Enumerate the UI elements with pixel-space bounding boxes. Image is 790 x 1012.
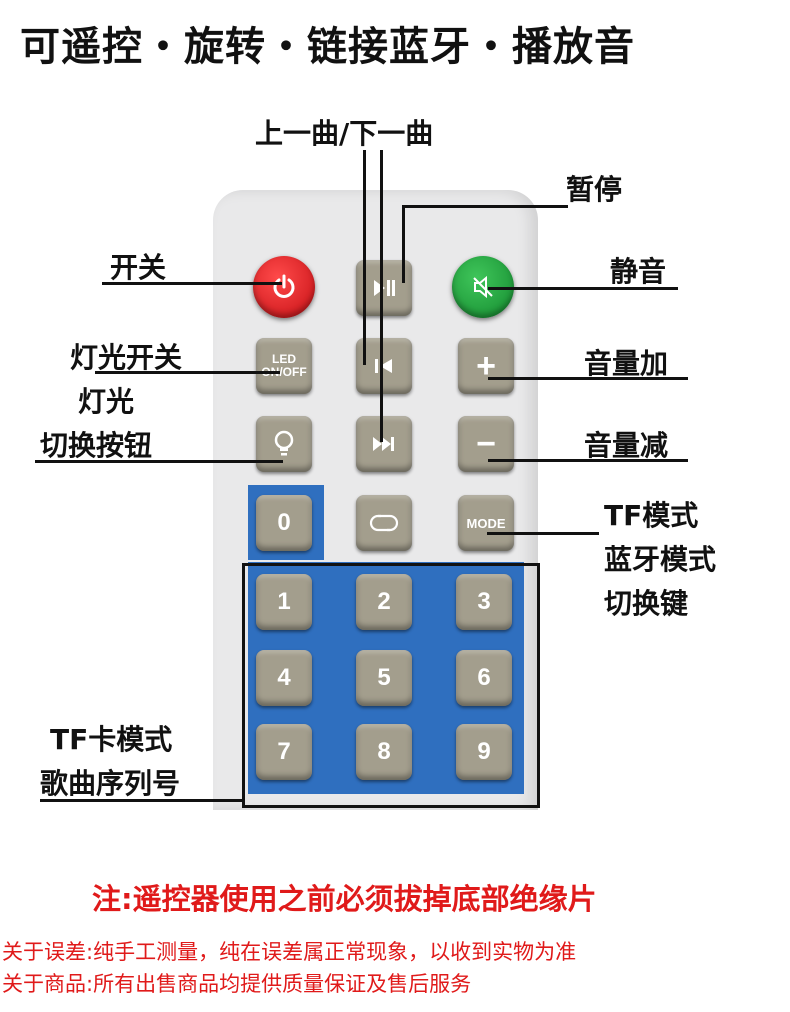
label-tf-1: TF卡模式 bbox=[50, 723, 173, 756]
callout-line-pause-h bbox=[402, 205, 568, 208]
callout-line-vol-up bbox=[488, 377, 688, 380]
digit-7-button[interactable]: 7 bbox=[256, 724, 312, 780]
volume-down-button[interactable]: − bbox=[458, 416, 514, 472]
volume-up-button[interactable]: + bbox=[458, 338, 514, 394]
power-icon bbox=[273, 274, 295, 298]
led-on-off-button[interactable]: LED ON/OFF bbox=[256, 338, 312, 394]
callout-line-light-switch bbox=[95, 371, 280, 374]
digit-3-button[interactable]: 3 bbox=[456, 574, 512, 630]
product-note: 关于商品:所有出售商品均提供质量保证及售后服务 bbox=[2, 972, 472, 996]
light-mode-button[interactable] bbox=[256, 416, 312, 472]
label-light-switch: 灯光开关 bbox=[70, 341, 183, 374]
power-button[interactable] bbox=[253, 256, 315, 318]
callout-line-light-toggle bbox=[35, 460, 283, 463]
label-light-toggle-1: 灯光 bbox=[78, 385, 135, 418]
next-track-button[interactable] bbox=[356, 416, 412, 472]
mute-button[interactable] bbox=[452, 256, 514, 318]
bulb-icon bbox=[274, 430, 294, 456]
label-mode-3: 切换键 bbox=[604, 587, 689, 620]
led-label: LED bbox=[272, 352, 296, 366]
callout-line-vol-down bbox=[488, 459, 688, 462]
callout-line-tf bbox=[40, 799, 245, 802]
label-mode-2: 蓝牙模式 bbox=[604, 543, 717, 576]
digit-8-button[interactable]: 8 bbox=[356, 724, 412, 780]
label-mode-1: TF模式 bbox=[604, 499, 699, 532]
callout-line-power bbox=[102, 282, 282, 285]
callout-line-mute bbox=[488, 287, 678, 290]
repeat-icon bbox=[369, 514, 399, 532]
label-tf-2: 歌曲序列号 bbox=[40, 767, 181, 800]
mute-icon bbox=[473, 275, 493, 299]
error-note: 关于误差:纯手工测量，纯在误差属正常现象，以收到实物为准 bbox=[2, 940, 577, 964]
label-prev-next: 上一曲/下一曲 bbox=[255, 117, 434, 150]
label-power: 开关 bbox=[110, 251, 167, 284]
digit-4-button[interactable]: 4 bbox=[256, 650, 312, 706]
callout-line-pause-v bbox=[402, 205, 405, 283]
digit-9-button[interactable]: 9 bbox=[456, 724, 512, 780]
mode-button[interactable]: MODE bbox=[458, 495, 514, 551]
digit-2-button[interactable]: 2 bbox=[356, 574, 412, 630]
callout-line-prev-next-v2 bbox=[380, 150, 383, 442]
digit-6-button[interactable]: 6 bbox=[456, 650, 512, 706]
warning-note: 注:遥控器使用之前必须拔掉底部绝缘片 bbox=[92, 882, 597, 916]
repeat-button[interactable] bbox=[356, 495, 412, 551]
callout-line-prev-next-v1 bbox=[363, 150, 366, 365]
next-icon bbox=[373, 437, 394, 451]
digit-1-button[interactable]: 1 bbox=[256, 574, 312, 630]
label-pause: 暂停 bbox=[566, 173, 623, 206]
on-off-label: ON/OFF bbox=[261, 365, 307, 379]
digit-5-button[interactable]: 5 bbox=[356, 650, 412, 706]
label-light-toggle-2: 切换按钮 bbox=[40, 429, 153, 462]
label-vol-up: 音量加 bbox=[584, 347, 669, 380]
label-mute: 静音 bbox=[610, 255, 667, 288]
play-pause-icon bbox=[374, 280, 395, 296]
callout-line-mode bbox=[487, 532, 599, 535]
digits-frame bbox=[242, 563, 540, 808]
tf-bracket-vertical bbox=[242, 563, 245, 802]
page-title: 可遥控・旋转・链接蓝牙・播放音 bbox=[20, 24, 635, 70]
label-vol-down: 音量减 bbox=[584, 429, 669, 462]
digit-0-button[interactable]: 0 bbox=[256, 495, 312, 551]
previous-icon bbox=[375, 359, 392, 373]
